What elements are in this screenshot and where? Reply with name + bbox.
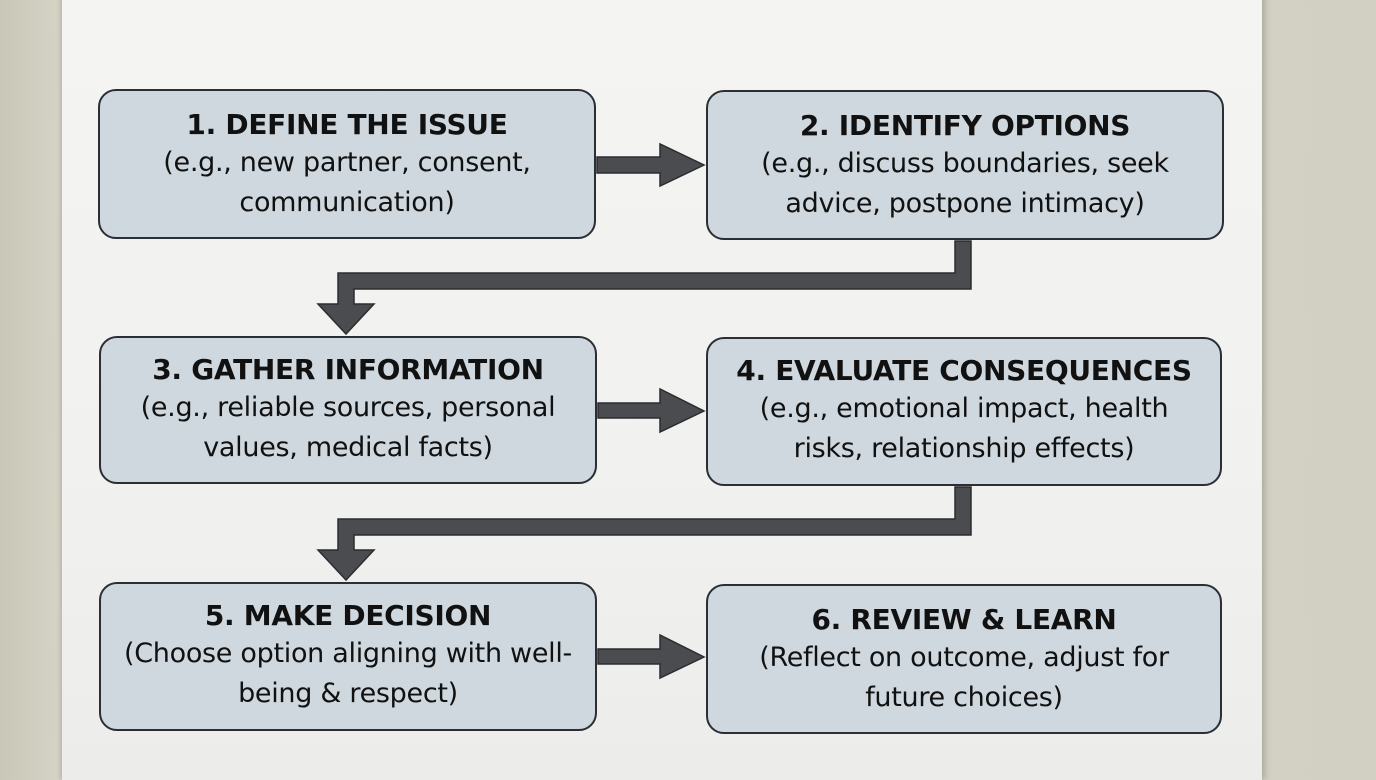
step-4-description: (e.g., emotional impact, health risks, r… [759, 393, 1169, 464]
step-6-description: (Reflect on outcome, adjust for future c… [759, 642, 1169, 713]
step-2-identify-options: 2. IDENTIFY OPTIONS (e.g., discuss bound… [706, 90, 1224, 240]
step-5-title: 5. MAKE DECISION [204, 599, 492, 632]
arrow-step3-to-step4 [597, 387, 706, 434]
arrow-step1-to-step2 [596, 142, 706, 188]
arrow-step4-to-step5 [316, 486, 972, 582]
arrow-step2-to-step3 [316, 240, 972, 336]
step-6-review-learn: 6. REVIEW & LEARN (Reflect on outcome, a… [706, 584, 1222, 734]
step-4-title: 4. EVALUATE CONSEQUENCES [736, 354, 1192, 387]
step-5-make-decision: 5. MAKE DECISION (Choose option aligning… [99, 582, 597, 731]
step-3-gather-information: 3. GATHER INFORMATION (e.g., reliable so… [99, 336, 597, 484]
step-3-description: (e.g., reliable sources, personal values… [140, 392, 556, 463]
step-2-description: (e.g., discuss boundaries, seek advice, … [761, 148, 1169, 219]
step-1-define-issue: 1. DEFINE THE ISSUE (e.g., new partner, … [98, 89, 596, 239]
arrow-step5-to-step6 [597, 633, 706, 680]
step-4-evaluate-consequences: 4. EVALUATE CONSEQUENCES (e.g., emotiona… [706, 337, 1222, 486]
step-1-title: 1. DEFINE THE ISSUE [186, 108, 508, 141]
step-5-description: (Choose option aligning with well-being … [124, 638, 572, 709]
step-2-title: 2. IDENTIFY OPTIONS [799, 109, 1131, 142]
step-1-description: (e.g., new partner, consent, communicati… [163, 147, 531, 218]
step-6-title: 6. REVIEW & LEARN [811, 603, 1117, 636]
step-3-title: 3. GATHER INFORMATION [152, 353, 544, 386]
